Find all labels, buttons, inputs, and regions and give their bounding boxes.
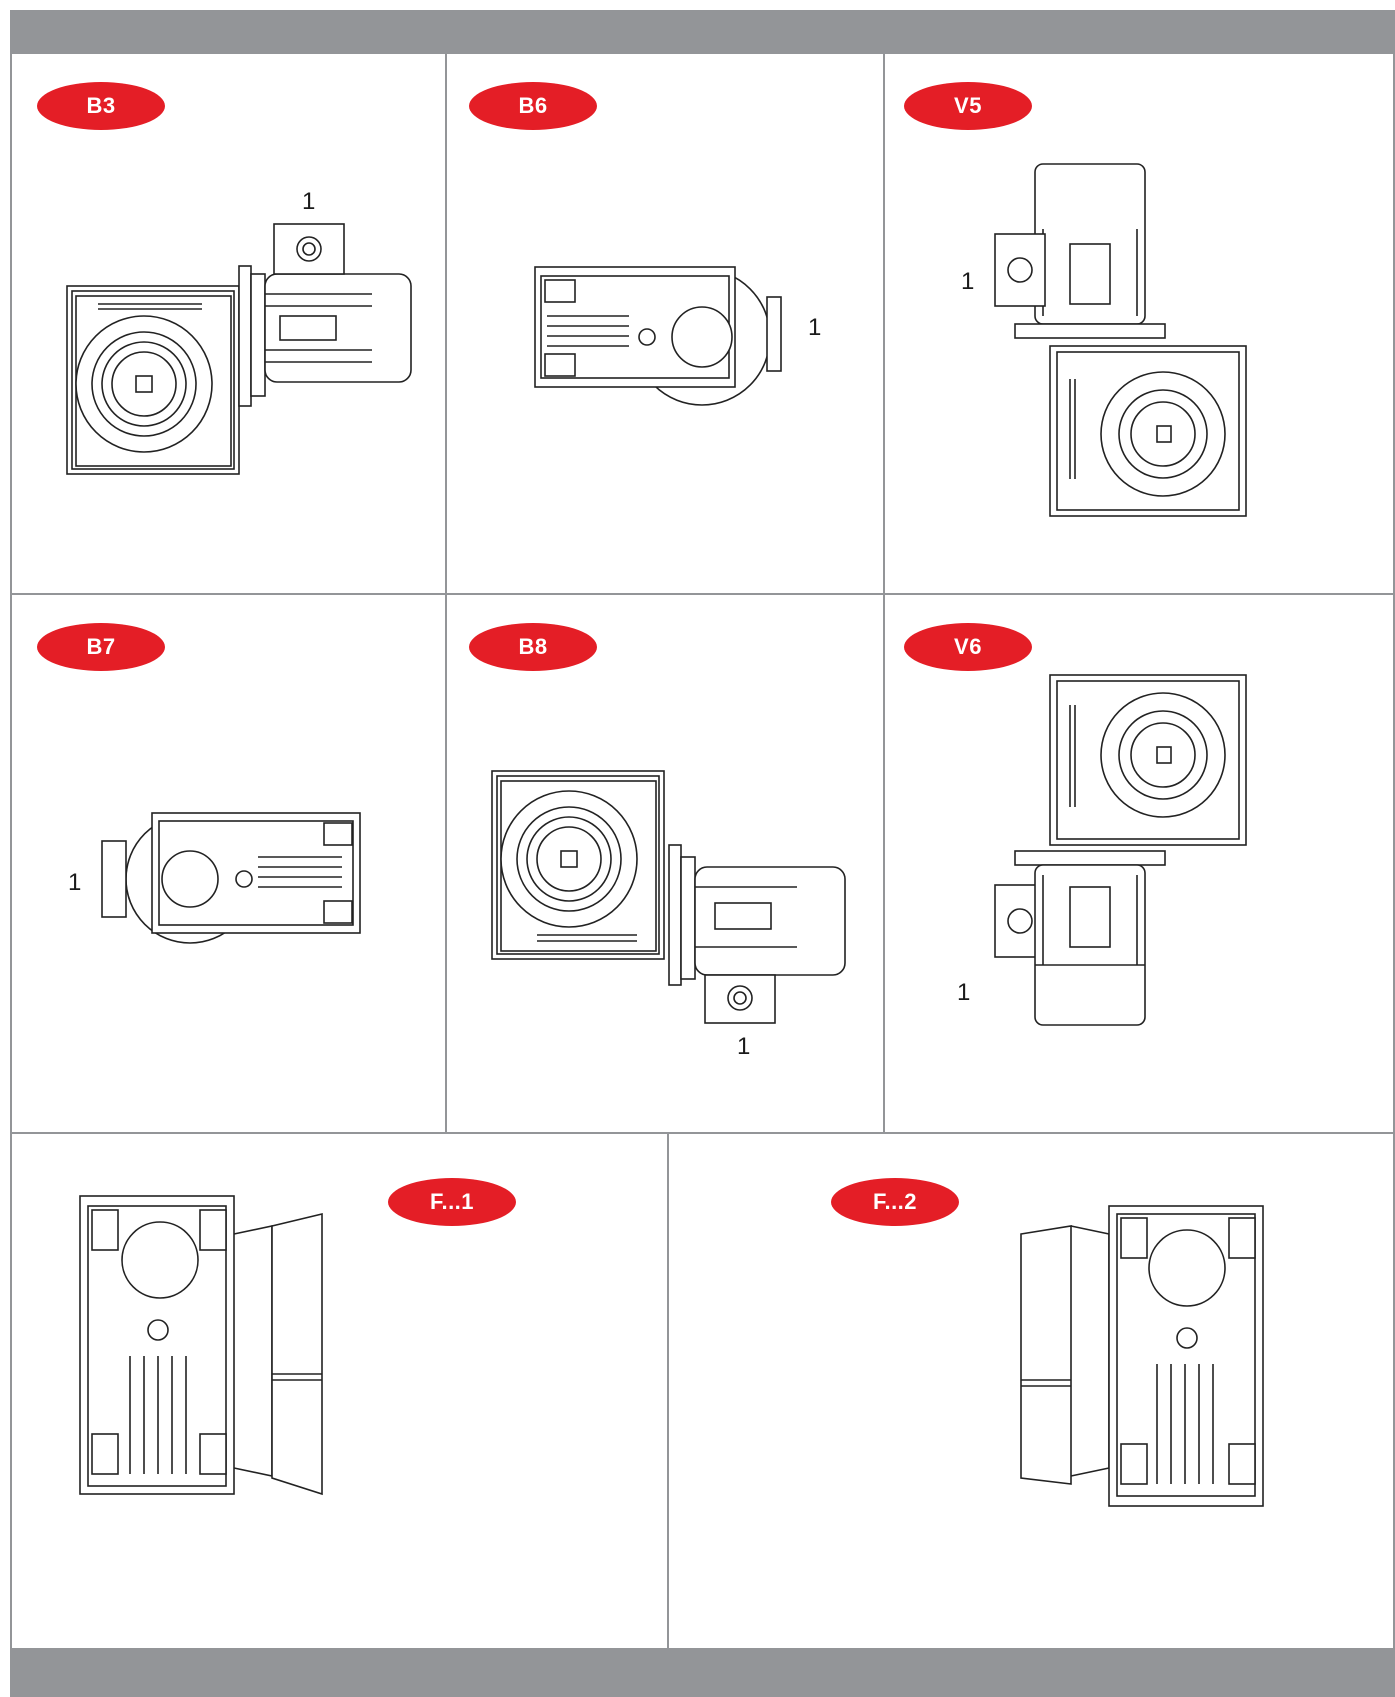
position-badge: V6 — [904, 623, 1032, 671]
flange-gearbox-icon — [1020, 1205, 1264, 1507]
position-badge: B8 — [469, 623, 597, 671]
worm-gearbox-side-icon — [534, 266, 782, 406]
marker-label: 1 — [957, 979, 971, 1006]
position-badge: V5 — [904, 82, 1032, 130]
position-badge: B3 — [37, 82, 165, 130]
marker-label: 1 — [961, 268, 975, 295]
worm-gearbox-side-icon — [101, 812, 361, 944]
mounting-positions-grid: B3 1 B6 1 — [10, 52, 1395, 1650]
top-bar — [10, 10, 1395, 52]
cell-b7: B7 1 — [10, 593, 447, 1134]
marker-label: 1 — [68, 869, 82, 896]
cell-b6: B6 1 — [445, 52, 885, 595]
cell-b8: B8 1 — [445, 593, 885, 1134]
bottom-bar — [10, 1650, 1395, 1697]
cell-v5: V5 1 — [883, 52, 1395, 595]
position-badge: F...2 — [831, 1178, 959, 1226]
position-badge: B7 — [37, 623, 165, 671]
position-badge: B6 — [469, 82, 597, 130]
cell-b3: B3 1 — [10, 52, 447, 595]
cell-f1: F...1 — [10, 1132, 669, 1650]
worm-gearbox-with-motor-icon — [66, 223, 412, 475]
worm-gearbox-motor-up-icon — [994, 163, 1247, 517]
marker-label: 1 — [737, 1033, 751, 1060]
flange-gearbox-icon — [79, 1195, 323, 1496]
worm-gearbox-with-motor-icon — [491, 770, 846, 1024]
marker-label: 1 — [808, 314, 822, 341]
cell-f2: F...2 — [667, 1132, 1395, 1650]
marker-label: 1 — [302, 188, 316, 215]
cell-v6: V6 1 — [883, 593, 1395, 1134]
worm-gearbox-motor-down-icon — [994, 674, 1247, 1026]
position-badge: F...1 — [388, 1178, 516, 1226]
